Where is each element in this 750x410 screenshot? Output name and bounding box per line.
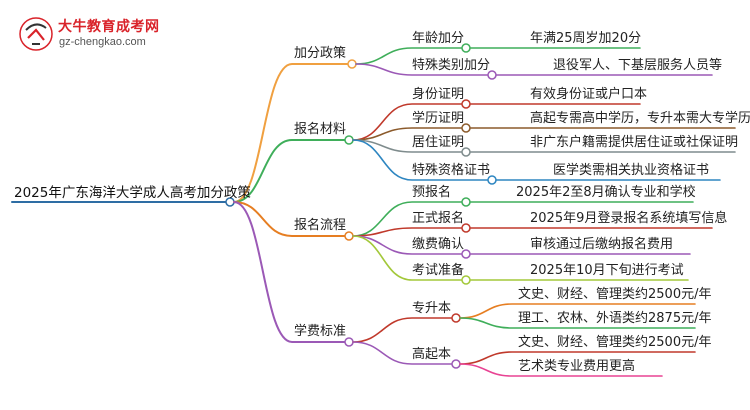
sub-branch-label: 特殊类别加分 [412, 58, 491, 73]
sub-branch-label: 专升本 [412, 301, 452, 316]
root-node-label: 2025年广东海洋大学成人高考加分政策 [14, 185, 251, 201]
detail-label: 艺术类专业费用更高 [518, 359, 636, 374]
detail-label: 理工、农林、外语类约2875元/年 [518, 311, 712, 326]
detail-label: 2025年10月下旬进行考试 [530, 263, 684, 278]
branch-line [233, 201, 346, 237]
sub-branch-node-dot [451, 313, 461, 323]
detail-label: 审核通过后缴纳报名费用 [530, 237, 674, 252]
sub-branch-line [352, 127, 463, 141]
detail-label: 2025年2至8月确认专业和学校 [516, 185, 696, 200]
branch-node-dot [344, 337, 354, 347]
detail-line [459, 363, 663, 377]
detail-label: 高起专需高中学历，专升本需大专学历 [530, 111, 750, 126]
detail-line [459, 303, 696, 319]
branch-line [233, 201, 346, 343]
logo: 大牛教育成考网 gz-chengkao.com [18, 14, 188, 54]
sub-branch-label: 高起本 [412, 347, 452, 362]
detail-label: 退役军人、下基层服务人员等 [553, 58, 723, 73]
logo-title: 大牛教育成考网 [58, 19, 160, 35]
sub-branch-line [352, 235, 463, 281]
sub-branch-node-dot [461, 197, 471, 207]
sub-branch-label: 年龄加分 [412, 31, 465, 46]
detail-label: 医学类需相关执业资格证书 [553, 163, 710, 178]
sub-branch-line [352, 139, 463, 153]
sub-branch-node-dot [451, 359, 461, 369]
branch-node-dot [344, 135, 354, 145]
sub-branch-label: 缴费确认 [412, 237, 465, 252]
sub-branch-label: 特殊资格证书 [412, 163, 491, 178]
sub-branch-line [352, 139, 489, 181]
branch-label: 报名流程 [294, 218, 347, 233]
sub-branch-line [352, 227, 463, 237]
detail-label: 文史、财经、管理类约2500元/年 [518, 287, 712, 302]
sub-branch-label: 正式报名 [412, 211, 465, 226]
sub-branch-line [352, 317, 453, 343]
sub-branch-label: 身份证明 [412, 87, 465, 102]
sub-branch-label: 学历证明 [412, 111, 465, 126]
sub-branch-line [352, 201, 463, 237]
sub-branch-line [355, 63, 489, 76]
detail-label: 非广东户籍需提供居住证或社保证明 [530, 135, 739, 150]
branch-node-dot [347, 59, 357, 69]
sub-branch-line [352, 235, 463, 255]
detail-label: 2025年9月登录报名系统填写信息 [530, 211, 728, 226]
sub-branch-line [355, 47, 463, 65]
branch-node-dot [344, 231, 354, 241]
branch-label: 加分政策 [294, 46, 347, 61]
detail-label: 有效身份证或户口本 [530, 87, 648, 102]
logo-mark-icon [19, 17, 53, 51]
detail-label: 年满25周岁加20分 [530, 31, 642, 46]
branch-line [233, 139, 346, 203]
branch-label: 报名材料 [294, 122, 347, 137]
detail-line [459, 317, 696, 329]
sub-branch-line [352, 341, 453, 365]
sub-branch-label: 居住证明 [412, 135, 465, 150]
logo-url: gz-chengkao.com [59, 36, 146, 48]
detail-label: 文史、财经、管理类约2500元/年 [518, 335, 712, 350]
sub-branch-line [352, 103, 463, 141]
branch-label: 学费标准 [294, 324, 347, 339]
sub-branch-label: 预报名 [412, 185, 452, 200]
sub-branch-label: 考试准备 [412, 263, 465, 278]
branch-line [233, 63, 349, 203]
